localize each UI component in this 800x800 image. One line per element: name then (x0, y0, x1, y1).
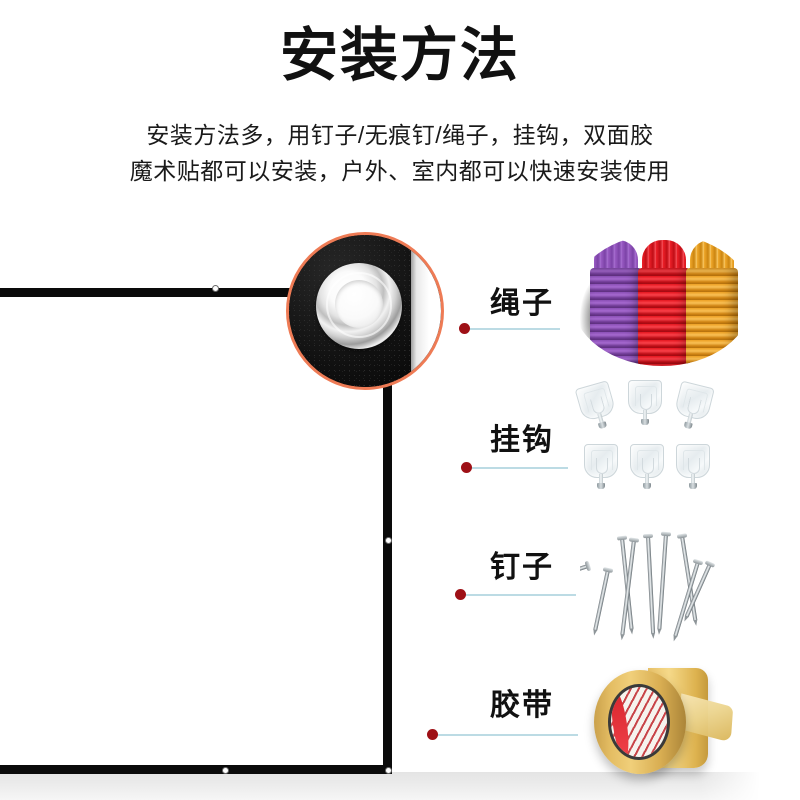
callout-line-rope (470, 328, 560, 330)
tape-core-label (608, 684, 670, 760)
subtitle-line-2: 魔术贴都可以安装，户外、室内都可以快速安装使用 (129, 157, 671, 184)
rope-coils-red (638, 268, 690, 366)
callout-line-tape (438, 734, 578, 736)
hook-plate (584, 444, 618, 478)
projection-screen (0, 288, 392, 774)
hook-icon-1 (574, 380, 620, 432)
hook-tip (689, 483, 697, 489)
hook-icon-5 (630, 444, 664, 489)
screen-grommet-corner (385, 767, 392, 774)
hook-tip (641, 419, 649, 425)
hook-icon-3 (671, 380, 715, 432)
callout-label-rope: 绳子 (490, 287, 554, 320)
callout-label-tape: 胶带 (490, 689, 554, 722)
subtitle-line-1: 安装方法多，用钉子/无痕钉/绳子，挂钩，双面胶 (146, 122, 654, 148)
rope-bundle-purple (590, 240, 642, 366)
hook-icon-6 (676, 444, 710, 489)
eyelet-hole (335, 280, 383, 328)
rope-bundle-orange (686, 240, 738, 366)
hook-arm (645, 474, 649, 486)
nail-icon-2 (593, 569, 610, 632)
callout-dot-rope (459, 323, 470, 334)
callout-dot-nail (455, 589, 466, 600)
callout-line-nail (466, 594, 576, 596)
product-image-tape (582, 658, 742, 790)
callout-label-nail: 钉子 (490, 551, 554, 584)
hook-plate (628, 380, 662, 414)
screen-surface-shadow (0, 772, 760, 800)
page-title: 安装方法 (279, 23, 520, 88)
nail-icon-1 (580, 564, 589, 579)
hook-tip (683, 421, 693, 430)
product-image-hooks (572, 378, 722, 496)
hook-icon-4 (584, 444, 618, 489)
nail-icon-6 (657, 533, 668, 630)
hook-icon-2 (628, 380, 662, 425)
eyelet-ring (326, 272, 392, 338)
product-image-ropes (560, 234, 766, 366)
metal-eyelet-icon (316, 263, 402, 349)
screen-grommet-bottom (222, 767, 229, 774)
grommet-closeup-circle (286, 232, 444, 390)
tape-roll (594, 670, 686, 774)
hook-tip (597, 483, 605, 489)
callout-line-hook (472, 467, 568, 469)
hook-arm (691, 474, 695, 486)
subtitle: 安装方法多，用钉子/无痕钉/绳子，挂钩，双面胶 魔术贴都可以安装，户外、室内都可… (0, 118, 800, 189)
screen-edge-strip (411, 235, 441, 387)
rope-coils-orange (686, 268, 738, 366)
ropes-clip (572, 234, 752, 366)
hook-arm (643, 410, 647, 422)
hook-plate (574, 380, 617, 423)
hook-plate (673, 380, 715, 422)
nail-icon-5 (646, 535, 656, 634)
callout-dot-tape (427, 729, 438, 740)
rope-coils-purple (590, 268, 642, 366)
rope-bundle-red (638, 240, 690, 366)
screen-grommet-top (212, 285, 219, 292)
callout-label-hook: 挂钩 (490, 424, 554, 457)
screen-grommet-right (385, 537, 392, 544)
hook-plate (630, 444, 664, 478)
product-image-nails (580, 522, 732, 644)
callout-dot-hook (461, 462, 472, 473)
hook-tip (643, 483, 651, 489)
hook-tip (597, 421, 608, 430)
hook-plate (676, 444, 710, 478)
hook-arm (599, 474, 603, 486)
